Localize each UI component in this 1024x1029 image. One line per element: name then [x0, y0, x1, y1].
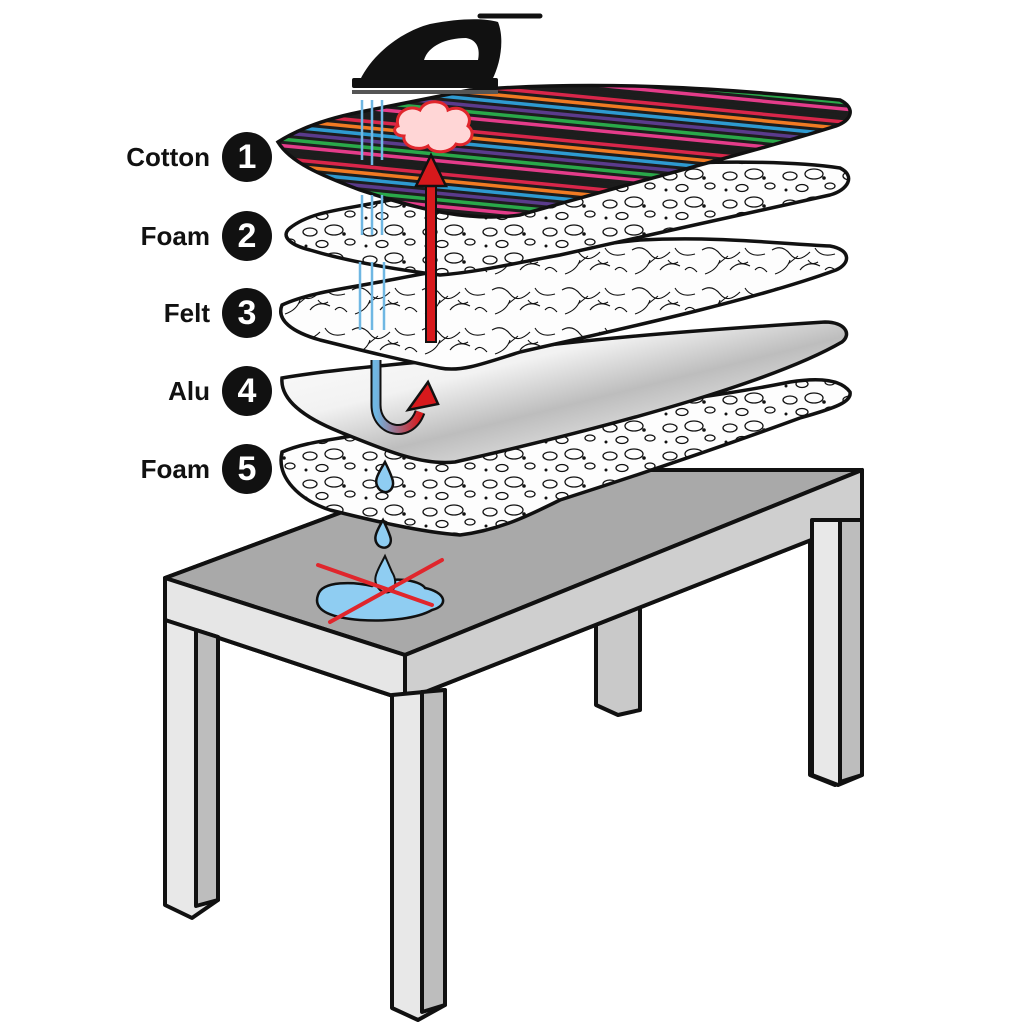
layer-name: Foam [140, 220, 210, 251]
layer-label-5: Foam 5 [62, 444, 272, 494]
cotton-stripe [278, 85, 851, 128]
layer-number-badge: 1 [222, 132, 272, 182]
reflection-arrow-icon [370, 360, 440, 435]
iron-icon [352, 13, 543, 94]
layer-name: Foam [140, 453, 210, 484]
layer-number-badge: 5 [222, 444, 272, 494]
layer-name: Alu [168, 375, 210, 406]
layer-name: Cotton [126, 141, 210, 172]
layer-number-badge: 4 [222, 366, 272, 416]
layer-label-4: Alu 4 [62, 366, 272, 416]
layer-label-2: Foam 2 [62, 211, 272, 261]
cross-out-icon [316, 558, 444, 624]
steam-icon [358, 100, 386, 330]
table-icon [163, 468, 864, 1022]
layer-name: Felt [163, 297, 210, 328]
layer-label-1: Cotton 1 [62, 132, 272, 182]
layer-number-badge: 2 [222, 211, 272, 261]
water-drop-icon [374, 459, 395, 549]
cotton-stripe [278, 85, 851, 108]
cotton-stripe [278, 85, 851, 115]
cotton-stripe [260, 20, 880, 80]
cotton-stripe [278, 85, 851, 89]
layer-label-3: Felt 3 [62, 288, 272, 338]
heat-arrow-icon [393, 100, 474, 343]
layer-number-badge: 3 [222, 288, 272, 338]
cotton-stripe [278, 85, 851, 121]
cotton-stripe [278, 85, 851, 134]
